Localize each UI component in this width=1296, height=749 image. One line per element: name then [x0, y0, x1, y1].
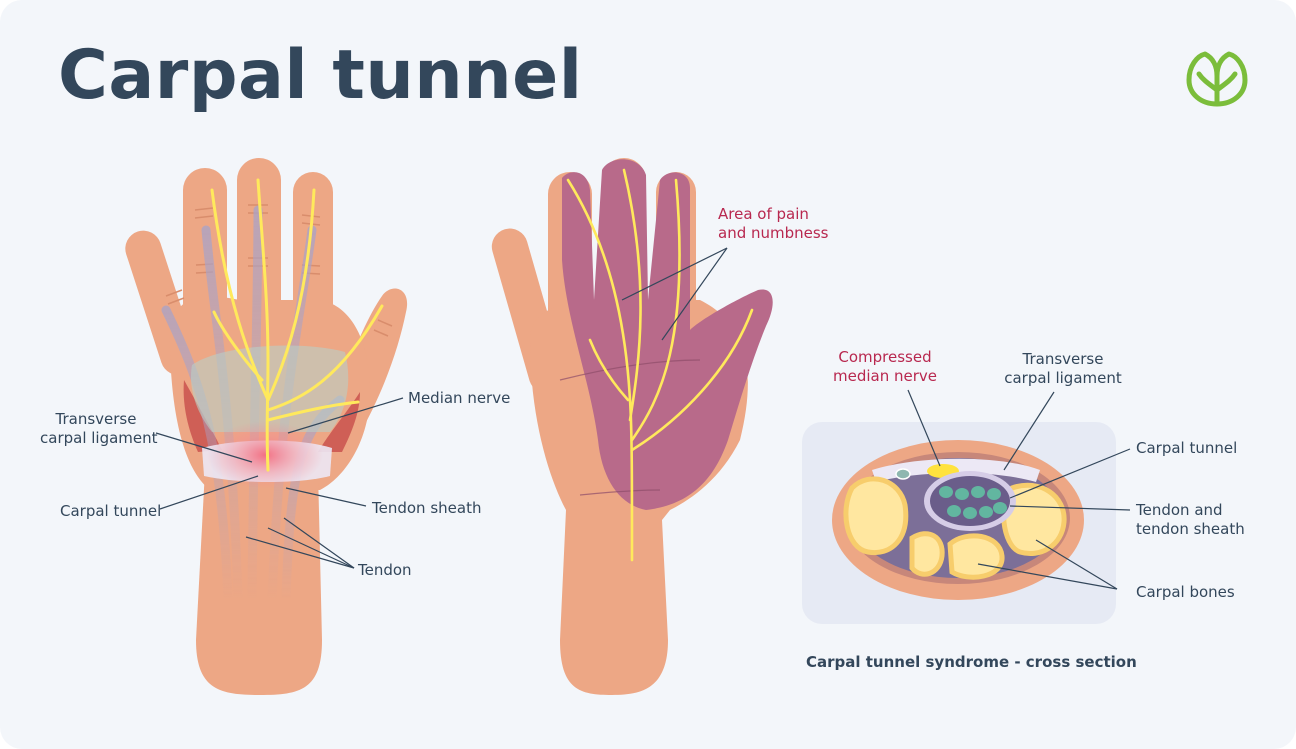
label-area-of-pain: Area of pain and numbness — [718, 205, 829, 243]
label-line: Compressed — [838, 348, 932, 366]
middle-hand — [491, 158, 773, 695]
label-tendon: Tendon — [358, 561, 412, 579]
label-carpal-tunnel-right: Carpal tunnel — [1136, 439, 1238, 457]
label-transverse-ligament-right: Transverse carpal ligament — [1002, 350, 1124, 388]
label-line: median nerve — [832, 367, 937, 385]
label-tendon-and-sheath: Tendon and tendon sheath — [1136, 501, 1245, 539]
label-line: Area of pain — [718, 205, 809, 223]
label-transverse-ligament-left: Transverse carpal ligament — [40, 410, 158, 448]
label-compressed-median-nerve: Compressed median nerve — [826, 348, 944, 386]
left-leader-lines — [155, 397, 404, 569]
middle-leader-lines — [621, 247, 728, 341]
label-median-nerve: Median nerve — [408, 389, 511, 407]
left-forearm — [196, 470, 322, 695]
label-tendon-sheath: Tendon sheath — [372, 499, 482, 517]
label-line: Transverse — [55, 410, 137, 428]
left-hand — [125, 158, 408, 695]
label-carpal-bones: Carpal bones — [1136, 583, 1235, 601]
label-line: Transverse — [1022, 350, 1104, 368]
label-line: Tendon and — [1136, 501, 1223, 519]
cross-section — [802, 422, 1116, 624]
cross-section-leader-lines — [907, 389, 1131, 590]
label-line: carpal ligament — [40, 429, 158, 447]
label-carpal-tunnel-left: Carpal tunnel — [60, 502, 162, 520]
page-title: Carpal tunnel — [58, 36, 583, 115]
label-line: carpal ligament — [1004, 369, 1122, 387]
cross-section-caption: Carpal tunnel syndrome - cross section — [806, 653, 1137, 671]
label-line: tendon sheath — [1136, 520, 1245, 538]
label-line: and numbness — [718, 224, 829, 242]
leaf-logo-icon — [1186, 51, 1248, 107]
